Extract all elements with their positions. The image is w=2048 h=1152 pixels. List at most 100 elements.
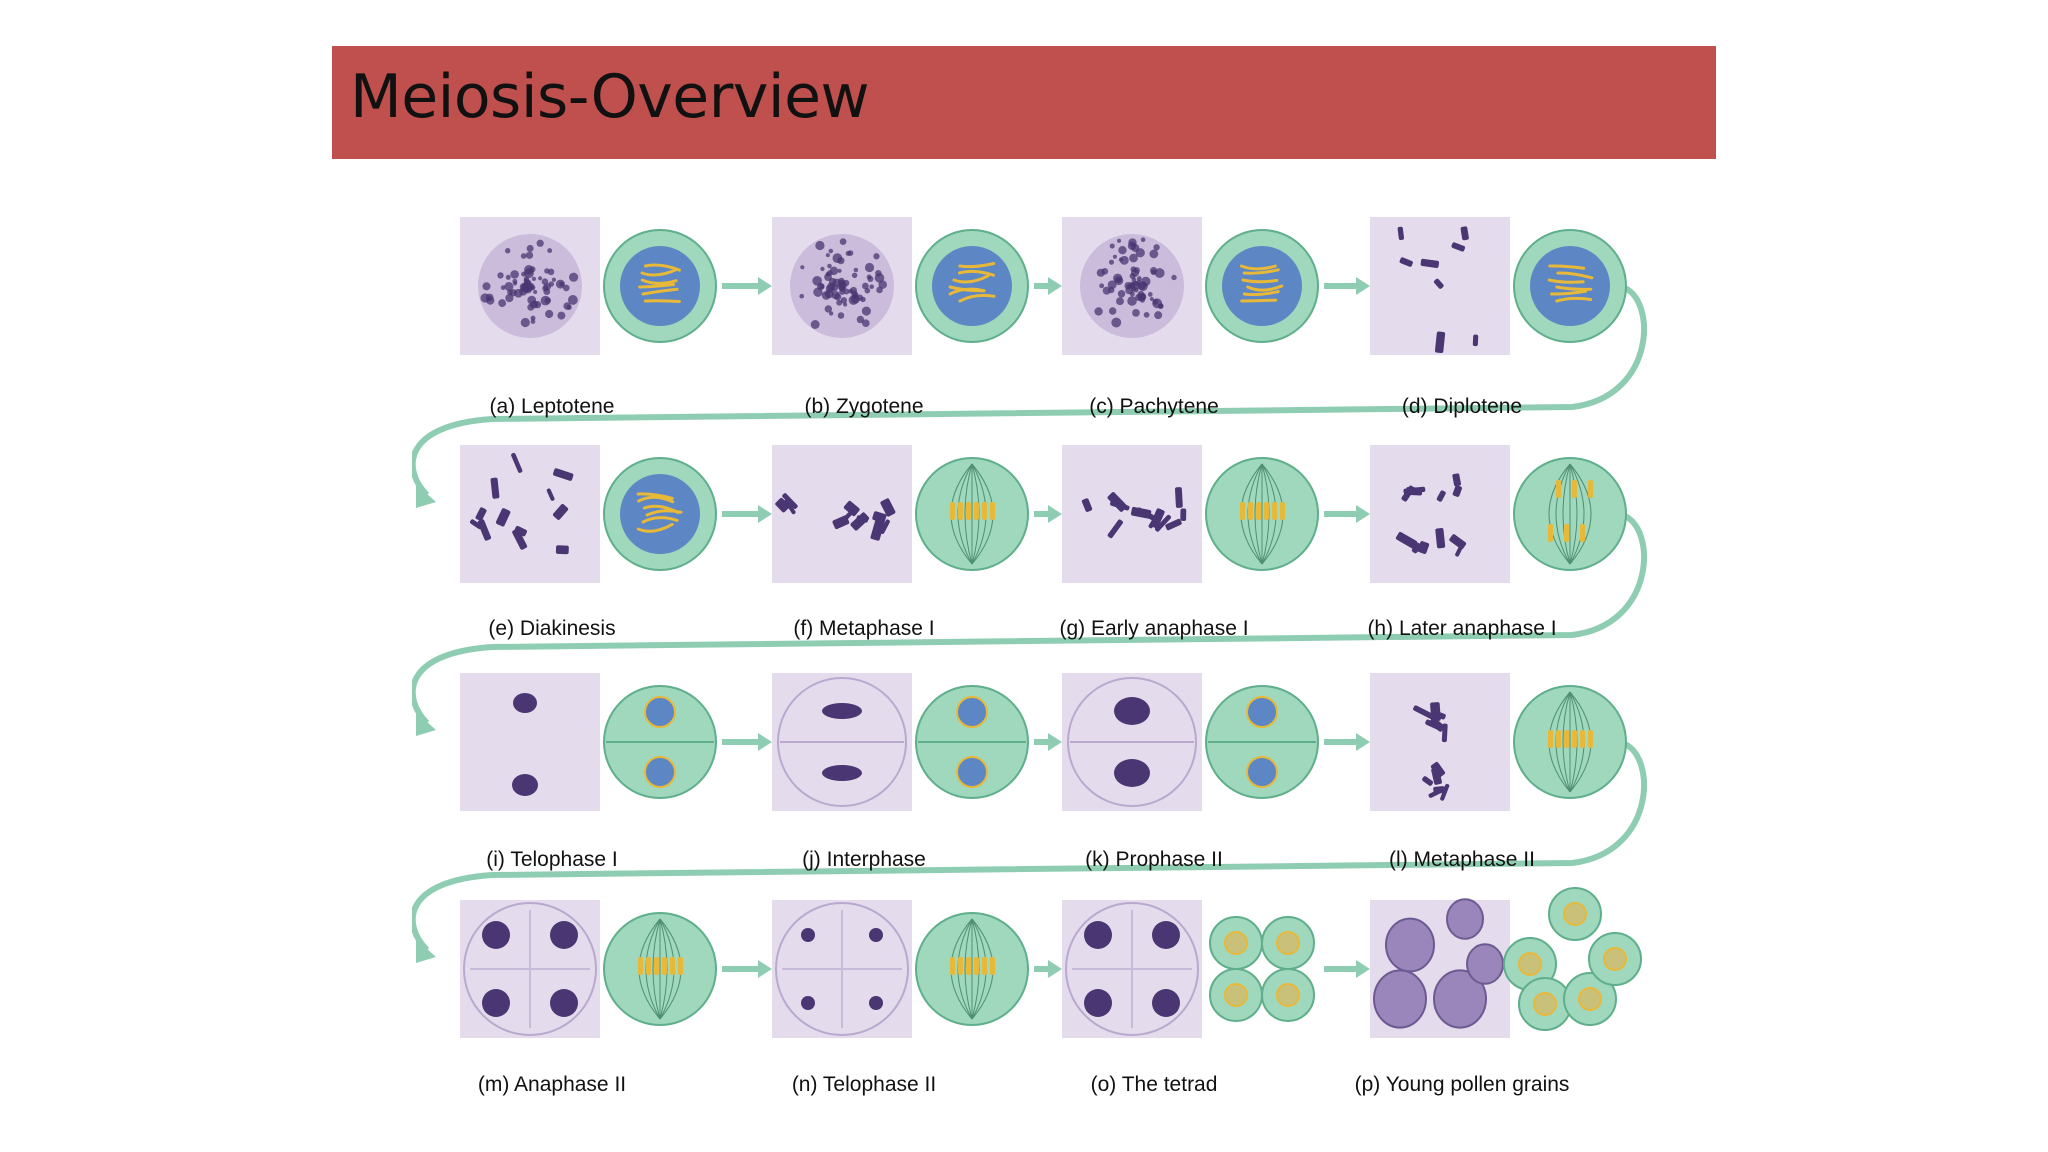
chromosome — [1239, 264, 1277, 271]
arrow-head — [758, 733, 772, 751]
chromosome — [678, 957, 683, 975]
meiosis-figure: (a) Leptotene(b) Zygotene(c) Pachytene(d… — [412, 205, 1682, 1105]
chromosome-stain — [1433, 278, 1444, 289]
chromosome — [1555, 296, 1593, 303]
chromosome — [1555, 285, 1593, 291]
pollen-cell — [1373, 969, 1427, 1029]
stage-label: (c) Pachytene — [1089, 395, 1219, 418]
chromosome — [641, 516, 679, 524]
stage-label: (n) Telophase II — [791, 1073, 937, 1096]
chromatin-speck — [530, 315, 536, 321]
chromatin-speck — [1094, 307, 1103, 316]
stage-panel — [1370, 445, 1627, 583]
arrow-head — [416, 712, 436, 736]
chromosome-stain — [880, 498, 896, 517]
chromosome-stain — [1451, 242, 1466, 252]
arrow-head — [1048, 505, 1062, 523]
spindle-fiber — [1562, 691, 1571, 793]
nucleus — [1533, 992, 1557, 1016]
chromatin-speck — [834, 293, 842, 301]
chromatin-speck — [1154, 268, 1165, 278]
chromatin-speck — [519, 287, 528, 296]
chromatin-speck — [1140, 237, 1146, 243]
chromosome-stain — [1435, 528, 1446, 549]
chromosome-stain — [1107, 519, 1123, 539]
chromatin-speck — [1149, 249, 1159, 259]
chromosome — [1572, 480, 1577, 498]
chromatin-speck — [1171, 274, 1177, 281]
chromosome — [958, 293, 996, 303]
chromosome-stain — [1452, 473, 1461, 487]
chromatin-speck — [523, 276, 530, 282]
chromosome — [1242, 290, 1280, 297]
title-bar: Meiosis-Overview — [332, 46, 1716, 159]
spindle-fiber — [1555, 463, 1571, 565]
chromatin-speck — [538, 276, 543, 281]
chromosome — [1588, 480, 1593, 498]
chromatin-speck — [1118, 245, 1127, 255]
cell-outline — [463, 902, 597, 1036]
nucleus — [1603, 947, 1627, 971]
chromosome — [958, 502, 963, 520]
chromatin-speck — [1111, 317, 1122, 328]
arrow-head — [1356, 733, 1370, 751]
daughter-nucleus — [822, 703, 862, 719]
chromatin-speck — [1149, 296, 1154, 302]
chromatin-speck — [531, 276, 537, 282]
nucleus — [956, 696, 988, 728]
chromosome-stain — [1110, 500, 1130, 511]
chromatin-speck — [1108, 307, 1117, 315]
chromosome — [1264, 502, 1269, 520]
chromosome — [950, 957, 955, 975]
chromatin-speck — [505, 293, 514, 303]
stage-label: (k) Prophase II — [1085, 848, 1223, 871]
spindle-fiber — [1569, 463, 1585, 565]
stage-label: (h) Later anaphase I — [1367, 617, 1557, 640]
chromatin-speck — [505, 274, 511, 280]
row-connector-arrow — [412, 740, 1647, 953]
chromatin-speck — [500, 285, 506, 290]
stage-label: (d) Diplotene — [1401, 395, 1523, 418]
chromosome-stain — [555, 545, 569, 555]
arrow-head — [1356, 505, 1370, 523]
chromatin-speck — [843, 288, 850, 295]
chromatin-speck — [856, 315, 865, 324]
chromatin-speck — [513, 281, 518, 286]
stage-panel — [460, 445, 717, 583]
chromosome — [1548, 264, 1586, 270]
chromatin-speck — [510, 270, 519, 279]
spindle-fiber — [1254, 463, 1263, 565]
chromosome — [1580, 730, 1585, 748]
chromosome — [1280, 502, 1285, 520]
chromatin-speck — [525, 251, 534, 259]
nucleus — [956, 756, 988, 788]
chromosome-stain — [856, 515, 869, 523]
chromosome — [1548, 524, 1553, 542]
micrograph-panel — [1370, 445, 1510, 583]
chromatin-speck — [566, 304, 572, 311]
chromosome-stain — [1440, 783, 1450, 801]
stage-panel — [1062, 900, 1315, 1038]
chromosome-stain — [1436, 490, 1446, 502]
chromosome — [636, 522, 674, 533]
cell-outline — [1067, 677, 1197, 807]
stage-panel — [1370, 673, 1627, 811]
arrow-head — [758, 960, 772, 978]
chromosome-stain — [1420, 258, 1440, 268]
chromatin-speck — [1157, 303, 1164, 310]
chromatin-speck — [1127, 296, 1137, 306]
chromosome-stain — [1180, 508, 1187, 521]
slide-title: Meiosis-Overview — [350, 62, 870, 132]
nucleus-stain — [550, 989, 578, 1017]
arrow-head — [416, 484, 436, 508]
daughter-nucleus — [1114, 759, 1150, 787]
chromatin-speck — [876, 286, 883, 294]
chromatin-speck — [1116, 277, 1122, 283]
chromosome — [982, 502, 987, 520]
stage-label: (i) Telophase I — [486, 848, 618, 871]
cell-outline — [775, 902, 909, 1036]
stage-panel — [460, 217, 717, 355]
chromosome-stain — [1081, 498, 1093, 512]
chromosome-stain — [1165, 518, 1182, 531]
row-connector-arrow — [412, 284, 1647, 498]
